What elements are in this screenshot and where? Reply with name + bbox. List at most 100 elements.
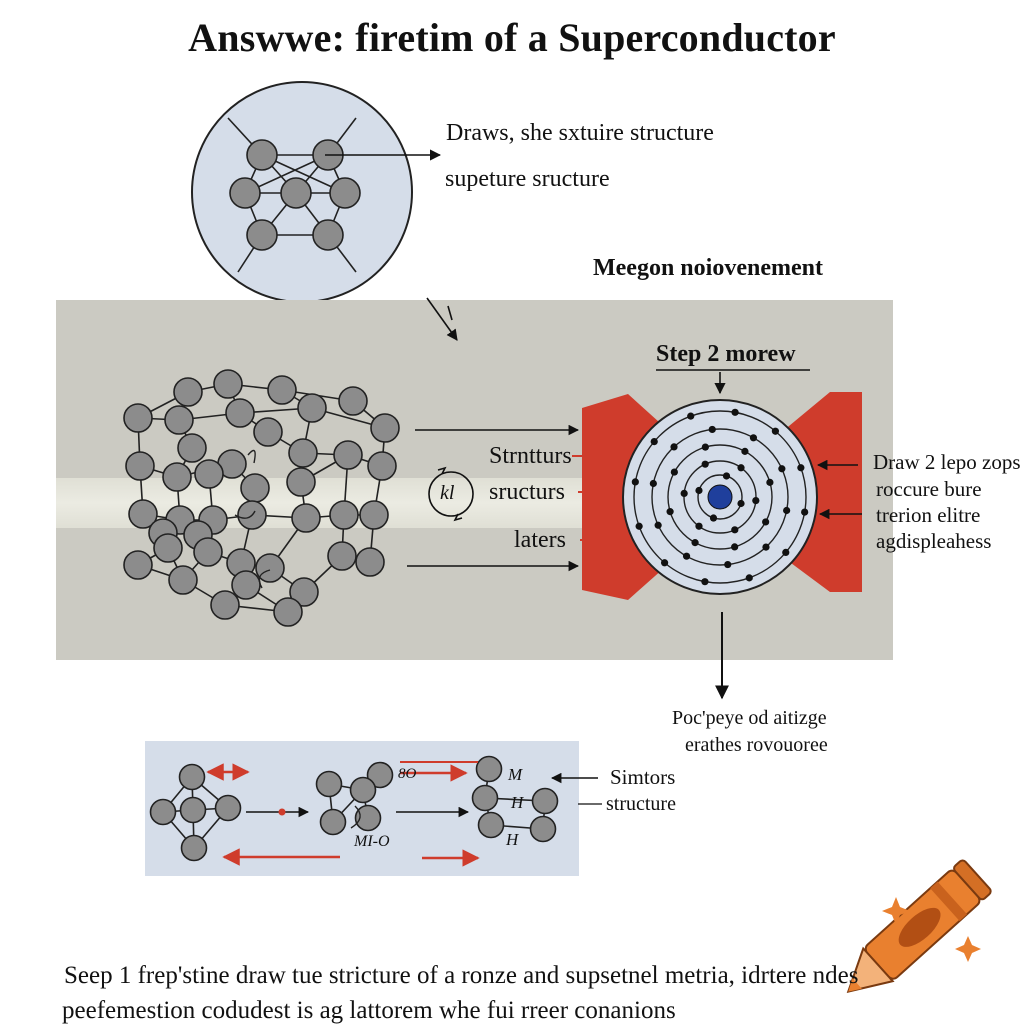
electron	[797, 464, 805, 472]
atom-sphere	[153, 533, 183, 563]
atom-sphere	[180, 834, 208, 862]
atom-sphere	[327, 541, 357, 571]
electron	[731, 526, 739, 534]
laters-label: laters	[514, 527, 566, 553]
curl-stroke	[350, 805, 361, 829]
electron	[708, 425, 716, 434]
atom-sphere	[253, 417, 283, 447]
electron	[722, 472, 731, 480]
entry-arrow	[426, 297, 458, 341]
atom-sphere	[319, 808, 347, 836]
atom-sphere	[240, 473, 270, 503]
atom-sphere	[333, 440, 363, 470]
crayon-icon	[846, 859, 992, 993]
atom-sphere	[177, 433, 207, 463]
atom-sphere	[366, 761, 394, 789]
atom-sphere	[280, 177, 312, 209]
atom-sphere	[286, 467, 316, 497]
atom-diagram	[622, 399, 818, 595]
atom-sphere	[225, 398, 255, 428]
sparkle-icon	[882, 897, 981, 962]
entry-tick	[447, 305, 453, 321]
curl-stroke	[258, 569, 271, 589]
electron	[762, 543, 770, 551]
atom-sphere	[128, 499, 158, 529]
lower-mid-label: MI-O	[354, 833, 390, 850]
electron	[737, 499, 745, 508]
electron	[766, 478, 774, 486]
atom-sphere	[210, 590, 240, 620]
middle-heading: Meegon noiovenement	[593, 255, 823, 281]
electron	[695, 486, 703, 495]
electron	[737, 464, 745, 472]
electron	[666, 508, 674, 516]
atom-sphere	[312, 219, 344, 251]
electron	[654, 521, 662, 529]
atom-sphere	[168, 565, 198, 595]
electron	[701, 443, 709, 451]
electron	[687, 412, 695, 420]
atom-sphere	[246, 139, 278, 171]
atom-sphere	[529, 815, 557, 843]
atom-sphere	[149, 798, 177, 826]
step-label: Step 2 morew	[656, 341, 796, 367]
atom-sphere	[267, 375, 297, 405]
atom-sphere	[315, 770, 343, 798]
footer-line-1: Seep 1 frep'stine draw tue stricture of …	[64, 962, 859, 989]
electron	[762, 518, 770, 526]
lower-label-h: H	[511, 793, 524, 812]
electron	[724, 560, 732, 569]
lattice-structure	[123, 369, 400, 627]
atom-sphere	[123, 550, 153, 580]
atom-sphere	[477, 811, 505, 839]
atom-sphere	[475, 755, 503, 783]
atom-sphere	[338, 386, 368, 416]
electron	[782, 548, 790, 557]
electron	[709, 514, 718, 522]
atom-sphere	[291, 503, 321, 533]
page-title: Answwe: firetim of a Superconductor	[188, 15, 836, 60]
atom-sphere	[255, 553, 285, 583]
lower-label-m: M	[508, 765, 523, 784]
right-label-2: roccure bure	[876, 477, 982, 501]
electron	[680, 489, 688, 498]
electron	[701, 578, 709, 586]
lower-side-label-2: structure	[606, 793, 676, 815]
atom-sphere	[297, 393, 327, 423]
electron	[650, 437, 658, 446]
atom-sphere	[367, 451, 397, 481]
top-label-1: Draws, she sxtuire structure	[446, 120, 714, 146]
atom-sphere	[194, 459, 224, 489]
atom-sphere	[125, 451, 155, 481]
lower-molecules	[149, 755, 559, 862]
electron	[778, 465, 786, 473]
atom-sphere	[355, 547, 385, 577]
structures-label-2: sructurs	[489, 479, 565, 505]
lower-upper-small: 8O	[398, 766, 417, 782]
right-label-4: agdispleahess	[876, 529, 992, 553]
atom-sphere	[370, 413, 400, 443]
footer-line-2: peefemestion codudest is ag lattorem whe…	[62, 997, 676, 1024]
electron	[731, 408, 739, 416]
atom-sphere	[231, 570, 261, 600]
below-right-label-1: Poc'peye od aitizge	[672, 707, 827, 729]
curl-stroke	[247, 449, 256, 464]
electron	[701, 460, 709, 468]
nucleus	[707, 484, 733, 510]
atom-sphere	[359, 500, 389, 530]
atom-sphere	[531, 787, 559, 815]
atom-sphere	[471, 784, 499, 812]
right-label-1: Draw 2 lepo zops	[873, 450, 1021, 474]
electron	[752, 496, 760, 505]
atom-sphere	[349, 776, 377, 804]
red-dot	[278, 808, 286, 816]
electron	[660, 559, 669, 567]
electron	[670, 468, 678, 476]
electron	[631, 478, 639, 486]
atom-sphere	[229, 177, 261, 209]
top-molecule-panel	[191, 81, 413, 303]
right-label-3: trerion elitre	[876, 503, 981, 527]
atom-sphere	[162, 462, 192, 492]
electron	[731, 543, 739, 551]
